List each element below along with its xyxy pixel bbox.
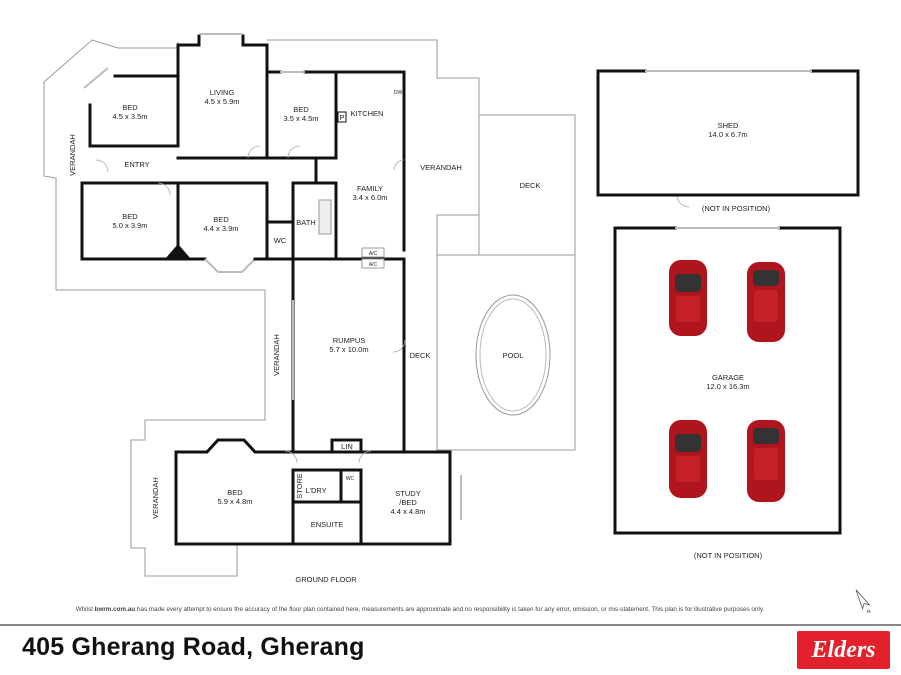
deck-lower: DECK (410, 351, 431, 360)
elders-logo: Elders (797, 631, 890, 669)
family-name: FAMILY (357, 184, 383, 193)
study-name: STUDY (395, 489, 420, 498)
laundry-name: L'DRY (305, 486, 326, 495)
bed1-size: 4.5 x 3.5m (112, 112, 147, 121)
ensuite-name: ENSUITE (311, 520, 344, 529)
garage-walls (613, 226, 842, 535)
store-name: STORE (295, 473, 304, 499)
bed4-size: 4.4 x 3.9m (203, 224, 238, 233)
pool-label: POOL (503, 351, 524, 360)
study-size: 4.4 x 4.8m (390, 507, 425, 516)
wc1-name: WC (274, 236, 287, 245)
shed-walls (596, 69, 860, 197)
compass-label: N (866, 608, 872, 615)
bed3-name: BED (122, 212, 138, 221)
bed4-name: BED (213, 215, 229, 224)
living-name: LIVING (210, 88, 235, 97)
kitchen-name: KITCHEN (351, 109, 384, 118)
bed3-size: 5.0 x 3.9m (112, 221, 147, 230)
shed-size: 14.0 x 6.7m (708, 130, 747, 139)
entry-name: ENTRY (124, 160, 149, 169)
doors (95, 145, 690, 464)
rumpus-name: RUMPUS (333, 336, 366, 345)
bed2-name: BED (293, 105, 309, 114)
living-size: 4.5 x 5.9m (204, 97, 239, 106)
shed-note: (NOT IN POSITION) (702, 204, 771, 213)
car-icon (747, 420, 785, 502)
car-icon (669, 420, 707, 498)
cars (669, 260, 785, 502)
disclaimer-prefix: Whilst (75, 606, 95, 613)
rumpus-size: 5.7 x 10.0m (329, 345, 368, 354)
disclaimer: Whilst bwrm.com.au has made every attemp… (0, 606, 840, 613)
room-labels: BED 4.5 x 3.5m LIVING 4.5 x 5.9m BED 3.5… (68, 88, 771, 584)
family-size: 3.4 x 6.0m (352, 193, 387, 202)
ac-label: A/C (369, 251, 378, 257)
bath-name: BATH (296, 218, 315, 227)
deck-upper: DECK (520, 181, 541, 190)
bed5-name: BED (227, 488, 243, 497)
compass-icon: N (855, 589, 872, 616)
garage-note: (NOT IN POSITION) (694, 551, 763, 560)
pool-shape (475, 294, 551, 416)
ac-unit (361, 258, 385, 269)
walls (80, 33, 462, 546)
lin-name: LIN (341, 442, 353, 451)
ac-unit (361, 247, 385, 258)
floor-plan: BED 4.5 x 3.5m LIVING 4.5 x 5.9m BED 3.5… (43, 33, 872, 616)
bathtub (318, 199, 332, 235)
dishwasher-label: DW (394, 90, 403, 96)
ac-label: A/C (369, 262, 378, 268)
garage-name: GARAGE (712, 373, 744, 382)
disclaimer-site: bwrm.com.au (94, 606, 136, 613)
garage-size: 12.0 x 16.3m (706, 382, 749, 391)
verandah-mid: VERANDAH (272, 334, 281, 376)
bed2-size: 3.5 x 4.5m (283, 114, 318, 123)
pantry-box (337, 111, 347, 123)
bed1-name: BED (122, 103, 138, 112)
verandah-east: VERANDAH (420, 163, 462, 172)
study-name2: /BED (399, 498, 417, 507)
verandah-west: VERANDAH (68, 134, 77, 176)
floor-label: GROUND FLOOR (295, 575, 357, 584)
divider (0, 624, 901, 626)
pool-edge (479, 298, 547, 412)
car-icon (669, 260, 707, 336)
property-address: 405 Gherang Road, Gherang (22, 633, 365, 661)
shed-name: SHED (718, 121, 739, 130)
car-icon (747, 262, 785, 342)
pantry-label: P (339, 113, 344, 122)
disclaimer-text: has made every attempt to ensure the acc… (135, 606, 765, 613)
verandah-south: VERANDAH (151, 477, 160, 519)
wc2-name: WC (346, 476, 355, 482)
verandah-outlines (43, 39, 576, 577)
bed5-size: 5.9 x 4.8m (217, 497, 252, 506)
